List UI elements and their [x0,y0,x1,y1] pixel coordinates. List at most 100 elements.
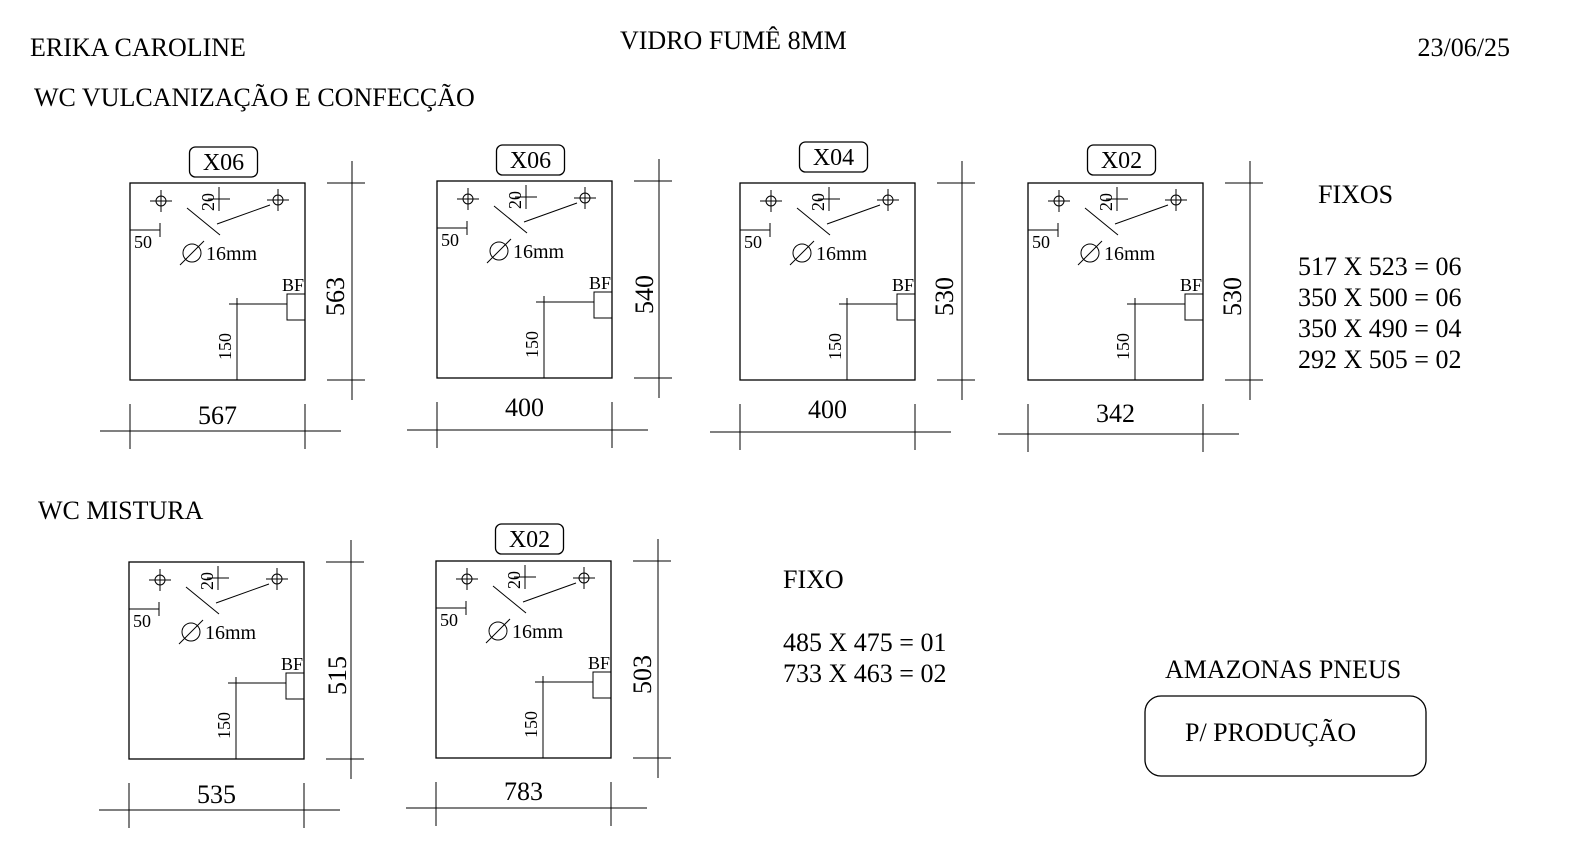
hole-diameter-label: 16mm [206,243,258,265]
width-label: 400 [505,393,544,422]
offset-side-label: 50 [744,232,762,252]
leader-line [1114,204,1169,225]
offset-top-label: 20 [808,193,828,211]
leader-line [796,207,831,236]
offset-side-label: 50 [440,610,458,630]
leader-line [492,585,527,614]
diameter-icon-slash [485,618,511,644]
offset-side-label: 50 [134,232,152,252]
bf-box [592,671,612,699]
bf-label: BF [281,654,303,674]
quantity-badge [798,141,869,173]
height-label: 540 [630,275,659,314]
offset-side-label: 50 [1032,232,1050,252]
width-label: 535 [197,780,236,809]
order-date: 23/06/25 [1418,33,1510,62]
diameter-icon [181,622,201,642]
bf-offset-label: 150 [215,333,235,360]
quantity-label: X06 [510,148,551,174]
panel-outline [1027,182,1204,381]
fixed-title: FIXO [783,565,844,594]
diameter-icon [792,243,812,263]
fixed-item: 733 X 463 = 02 [783,659,946,688]
offset-top-label: 20 [1096,193,1116,211]
offset-top-label: 20 [198,193,218,211]
offset-top-label: 20 [505,191,525,209]
quantity-label: X02 [1101,148,1142,174]
bf-box [896,293,916,321]
quantity-label: X02 [509,527,550,553]
diameter-icon-slash [789,240,815,266]
width-label: 783 [504,777,543,806]
leader-line [826,204,881,225]
customer-name: AMAZONAS PNEUS [1165,655,1401,684]
diameter-icon [1080,243,1100,263]
quantity-label: X04 [813,145,854,171]
diameter-icon [182,243,202,263]
bf-offset-label: 150 [1113,333,1133,360]
hole-diameter-label: 16mm [512,621,564,643]
panel-outline [436,180,613,379]
section-title-mistura: WC MISTURA [38,496,204,525]
diameter-icon-slash [486,238,512,264]
leader-line [186,207,221,236]
height-label: 503 [628,655,657,694]
hole-diameter-label: 16mm [205,622,257,644]
bf-offset-label: 150 [825,333,845,360]
leader-line [493,205,528,234]
height-label: 515 [323,656,352,695]
bf-offset-label: 150 [522,331,542,358]
leader-line [185,586,220,615]
material-title: VIDRO FUMÊ 8MM [620,26,847,55]
width-label: 400 [808,395,847,424]
hole-diameter-label: 16mm [1104,243,1156,265]
bf-box [285,672,305,700]
fixed-item: 292 X 505 = 02 [1298,345,1461,374]
quantity-badge [188,146,259,178]
diameter-icon-slash [178,619,204,645]
bf-box [286,293,306,321]
leader-line [523,202,578,223]
diameter-icon [488,621,508,641]
diameter-icon-slash [1077,240,1103,266]
fixed-list-vulcanizacao: FIXOS 517 X 523 = 06 350 X 500 = 06 350 … [1298,180,1461,374]
offset-side-label: 50 [133,611,151,631]
panel-group: X06205016mmBF150563567X06205016mmBF15054… [99,141,1263,828]
fixed-list-mistura: FIXO 485 X 475 = 01 733 X 463 = 02 [783,565,946,688]
diameter-icon-slash [179,240,205,266]
leader-line [216,204,271,225]
quantity-badge [1086,144,1157,176]
offset-side-label: 50 [441,230,459,250]
hole-diameter-label: 16mm [513,241,565,263]
quantity-label: X06 [203,150,244,176]
panel-outline [435,560,612,759]
fixed-item: 517 X 523 = 06 [1298,252,1461,281]
offset-top-label: 20 [197,572,217,590]
bf-offset-label: 150 [214,712,234,739]
bf-label: BF [282,275,304,295]
panel-outline [128,561,305,760]
quantity-badge [495,144,566,176]
offset-top-label: 20 [504,571,524,589]
panel-outline [739,182,916,381]
section-title-vulcanizacao: WC VULCANIZAÇÃO E CONFECÇÃO [34,83,475,112]
leader-line [215,583,270,604]
bf-box [593,291,613,319]
height-label: 530 [1218,277,1247,316]
bf-label: BF [892,275,914,295]
fixed-item: 350 X 500 = 06 [1298,283,1461,312]
height-label: 563 [321,277,350,316]
bf-offset-label: 150 [521,711,541,738]
hole-diameter-label: 16mm [816,243,868,265]
quantity-badge [494,523,565,555]
fixed-item: 485 X 475 = 01 [783,628,946,657]
panel-outline [129,182,306,381]
leader-line [522,582,577,603]
fixed-title: FIXOS [1318,180,1393,209]
